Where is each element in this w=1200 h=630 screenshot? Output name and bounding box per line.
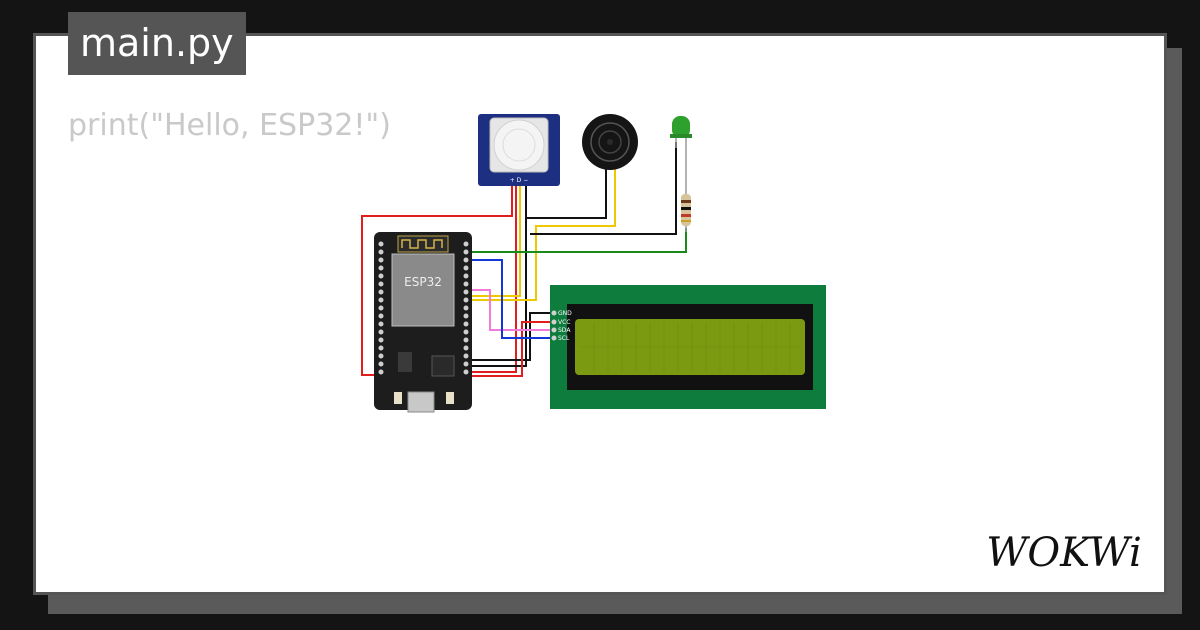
wires <box>361 142 687 377</box>
esp32-board[interactable]: ESP32 <box>374 232 472 413</box>
wire-green-led[interactable] <box>466 228 687 253</box>
code-line: print("Hello, ESP32!") <box>68 108 391 143</box>
lcd-16x2[interactable]: GND VCC SDA SCL <box>550 285 826 409</box>
lcd-character-grid <box>580 322 800 372</box>
wire-black-lcd-gnd[interactable] <box>466 312 554 361</box>
wire-black-led[interactable] <box>530 142 677 235</box>
lcd-pin-vcc: VCC <box>558 319 570 326</box>
pir-pin-labels: + D − <box>510 177 529 184</box>
lcd-pin-sda: SDA <box>558 327 571 334</box>
esp32-pins <box>378 241 469 375</box>
wire-blue-lcd-scl[interactable] <box>466 259 554 339</box>
pir-sensor[interactable]: + D − <box>478 114 560 186</box>
lcd-pin-dots <box>551 310 557 341</box>
wire-black-pir-gnd[interactable] <box>466 182 527 367</box>
wire-pink-lcd-sda[interactable] <box>466 289 554 331</box>
buzzer[interactable] <box>582 114 638 170</box>
wokwi-logo-text: WOKWi <box>986 530 1142 576</box>
wire-red-lcd-vcc[interactable] <box>466 321 554 377</box>
wire-yellow-pir-data[interactable] <box>466 182 521 297</box>
wire-yellow-buzzer[interactable] <box>466 168 616 301</box>
wire-red-pir-vcc[interactable] <box>361 182 513 376</box>
wire-black-buzzer[interactable] <box>526 168 607 219</box>
esp32-chip-label: ESP32 <box>404 275 442 289</box>
lcd-pin-gnd: GND <box>558 310 572 317</box>
wokwi-logo[interactable]: WOKWi <box>978 528 1150 576</box>
file-tab-main-py[interactable]: main.py <box>68 12 246 75</box>
resistor[interactable] <box>681 160 691 232</box>
lcd-pin-scl: SCL <box>558 335 570 342</box>
wire-red-2[interactable] <box>466 182 517 373</box>
led-green[interactable] <box>670 116 692 160</box>
